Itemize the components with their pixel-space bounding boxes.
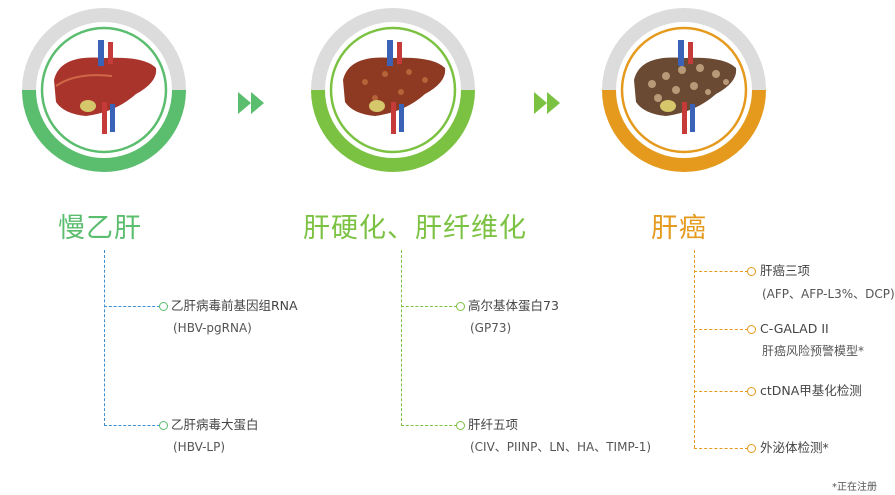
liver-icon [54,40,157,134]
stage-2-item-1-label: 高尔基体蛋白73 [468,298,559,313]
stage-1-branch [104,425,160,426]
stage-1-item-2-sub: (HBV-LP) [173,440,226,454]
stage-1-item-1-label: 乙肝病毒前基因组RNA [171,298,298,313]
double-chevron-right-icon [534,92,564,118]
bullet-dot [747,325,756,334]
bullet-dot [456,421,465,430]
stage-3-branch [694,329,748,330]
stage-3-branch [694,271,748,272]
bullet-dot [747,267,756,276]
stage-2-item-1-sub: (GP73) [470,321,512,335]
stage-3-branch [694,448,748,449]
stage-2-title: 肝硬化、肝纤维化 [303,213,527,244]
stage-3-item-2-label: C-GALAD II [760,321,829,336]
stage-1-ring [16,2,192,178]
stage-3-title: 肝癌 [651,213,707,244]
bullet-dot [456,302,465,311]
bullet-dot [747,444,756,453]
stage-3-item-1-label: 肝癌三项 [760,263,811,278]
stage-3-item-3-label: ctDNA甲基化检测 [760,383,862,398]
stage-1-branch [104,306,160,307]
stage-3-ring [596,2,772,178]
footnote: *正在注册 [832,482,877,493]
stage-1-connector [104,250,105,426]
stage-3-item-4-label: 外泌体检测* [760,440,829,455]
liver-icon [343,40,446,134]
bullet-dot [159,302,168,311]
double-chevron-right-icon [238,92,268,118]
stage-1-item-2-label: 乙肝病毒大蛋白 [171,417,259,432]
bullet-dot [747,387,756,396]
stage-2-branch [401,306,457,307]
stage-1-title: 慢乙肝 [58,213,142,244]
stage-3-item-1-sub: (AFP、AFP-L3%、DCP) [762,287,895,301]
stage-2-connector [401,250,402,426]
stage-3-connector [694,250,695,448]
stage-1-item-1-sub: (HBV-pgRNA) [173,321,252,335]
stage-2-branch [401,425,457,426]
bullet-dot [159,421,168,430]
stage-3-item-2-sub: 肝癌风险预警模型* [762,344,865,358]
stage-2-item-2-label: 肝纤五项 [468,417,519,432]
liver-icon [634,40,737,134]
stage-3-branch [694,391,748,392]
stage-2-item-2-sub: (CIV、PIINP、LN、HA、TIMP-1) [470,440,652,454]
stage-2-ring [305,2,481,178]
